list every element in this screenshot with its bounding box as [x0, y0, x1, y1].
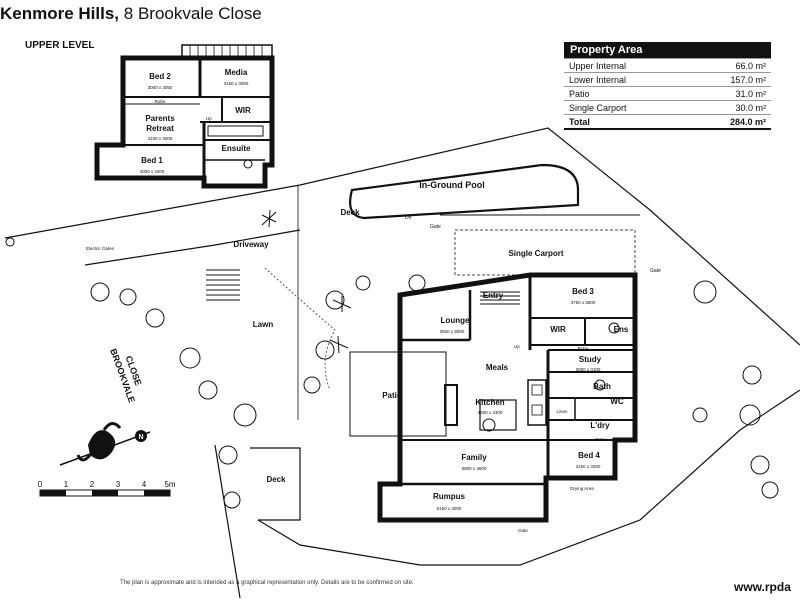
- pool-gate-label: Gate: [430, 224, 441, 230]
- area-label: Upper Internal: [564, 58, 688, 73]
- rumpus-label: Rumpus: [433, 492, 466, 501]
- site-boundary: [4, 127, 800, 599]
- area-label: Patio: [564, 86, 688, 101]
- rumpus-dims: 6150 x 3000: [437, 506, 462, 511]
- upper-media-label: Media: [225, 68, 248, 77]
- family-label: Family: [461, 453, 487, 462]
- area-label: Lower Internal: [564, 72, 688, 87]
- lawn-hatch: [206, 269, 240, 301]
- bed3-robe-label: Robe: [578, 346, 589, 351]
- driveway-label: Driveway: [233, 240, 269, 249]
- upper-wir-label: WIR: [235, 106, 251, 115]
- area-total-row: Total 284.0 m²: [564, 114, 771, 130]
- patio-label: Patio: [382, 391, 402, 400]
- carport-label: Single Carport: [508, 249, 563, 258]
- ens-label: Ens: [614, 325, 629, 334]
- deck-outline: [250, 447, 301, 521]
- linen-label: Linen: [556, 409, 568, 414]
- area-label: Single Carport: [564, 100, 688, 115]
- garden-edge: [264, 267, 336, 391]
- area-value: 157.0 m²: [687, 72, 771, 87]
- bed3-dims: 3750 x 3600: [571, 300, 596, 305]
- area-value: 30.0 m²: [687, 100, 771, 115]
- property-area-table: Property Area Upper Internal 66.0 m² Low…: [564, 42, 771, 130]
- laundry-label: L'dry: [590, 421, 610, 430]
- family-dims: 5800 x 3600: [462, 466, 487, 471]
- area-total-value: 284.0 m²: [687, 114, 771, 130]
- drying-area-label: Drying Area: [570, 486, 594, 491]
- rear-gate-label: Gate: [518, 528, 528, 533]
- palm-icons: [261, 209, 352, 354]
- upper-ensuite-label: Ensuite: [222, 144, 251, 153]
- entry-label: Entry: [483, 291, 504, 300]
- kitchen-label: Kitchen: [475, 398, 504, 407]
- entry-stair: [480, 291, 520, 305]
- area-row: Lower Internal 157.0 m²: [564, 72, 771, 87]
- area-row: Single Carport 30.0 m²: [564, 100, 771, 115]
- pool-outline: [349, 163, 580, 220]
- upper-robe-label: Robe: [155, 99, 166, 104]
- lounge-label: Lounge: [441, 316, 470, 325]
- scale-bar: 0 1 2 3 4 5m: [38, 480, 176, 497]
- scale-tick: 3: [116, 480, 121, 489]
- compass-icon: N: [59, 422, 151, 466]
- bottom-deck-label: Deck: [266, 475, 286, 484]
- street-name: BROOKVALE CLOSE: [108, 347, 143, 404]
- upper-level-plan: [94, 44, 275, 189]
- lower-stair-up-label: Up: [514, 344, 520, 349]
- lawn-label: Lawn: [253, 320, 274, 329]
- upper-level-label: UPPER LEVEL: [25, 40, 95, 51]
- pool-label: In-Ground Pool: [419, 180, 485, 190]
- scale-tick: 0: [38, 480, 43, 489]
- lower-level-plan: [377, 272, 638, 523]
- area-value: 31.0 m²: [687, 86, 771, 101]
- lower-wir-label: WIR: [550, 325, 566, 334]
- upper-bed1-label: Bed 1: [141, 156, 163, 165]
- bath-label: Bath: [593, 382, 611, 391]
- study-dims: 2850 x 3100: [576, 367, 601, 372]
- bed4-dims: 3150 x 3300: [576, 464, 601, 469]
- upper-media-dims: 3150 x 3050: [224, 81, 249, 86]
- electric-gates-label: Electric Gates: [86, 246, 115, 251]
- scale-tick: 4: [142, 480, 147, 489]
- upper-bed2-label: Bed 2: [149, 72, 171, 81]
- upper-bed2-dims: 3000 x 3050: [148, 85, 173, 90]
- bed4-label: Bed 4: [578, 451, 600, 460]
- scale-tick: 2: [90, 480, 95, 489]
- scale-tick: 5m: [164, 480, 175, 489]
- property-area-title: Property Area: [564, 42, 771, 59]
- compass-north-label: N: [138, 434, 143, 441]
- area-row: Upper Internal 66.0 m²: [564, 58, 771, 73]
- upper-parents-label: Parents: [145, 114, 175, 123]
- kitchen-dims: 4300 x 4300: [478, 410, 503, 415]
- wc-label: WC: [610, 397, 624, 406]
- area-row: Patio 31.0 m²: [564, 86, 771, 101]
- scale-tick: 1: [64, 480, 69, 489]
- bed3-label: Bed 3: [572, 287, 594, 296]
- suburb-title: Kenmore Hills,: [0, 4, 120, 23]
- study-label: Study: [579, 355, 602, 364]
- top-deck-label: Deck: [340, 208, 360, 217]
- upper-stair-up-label: Up: [206, 116, 212, 121]
- upper-retreat-label: Retreat: [146, 124, 174, 133]
- disclaimer-text: The plan is approximate and is intended …: [120, 580, 414, 586]
- upper-bed1-dims: 4000 x 3400: [140, 169, 165, 174]
- area-total-label: Total: [564, 114, 688, 130]
- address-title: 8 Brookvale Close: [123, 4, 262, 23]
- lounge-dims: 3500 x 5000: [440, 329, 465, 334]
- area-value: 66.0 m²: [687, 58, 771, 73]
- bed4-robe-label: Robe: [596, 437, 607, 442]
- tree-icons: [90, 274, 779, 509]
- website-link[interactable]: www.rpda: [734, 580, 791, 594]
- meals-label: Meals: [486, 363, 509, 372]
- page-title: Kenmore Hills, 8 Brookvale Close: [0, 4, 262, 24]
- deck-stair-dn-label: Dn: [405, 215, 412, 221]
- upper-parents-dims: 3100 x 3000: [148, 136, 173, 141]
- side-gate-label: Gate: [650, 268, 661, 274]
